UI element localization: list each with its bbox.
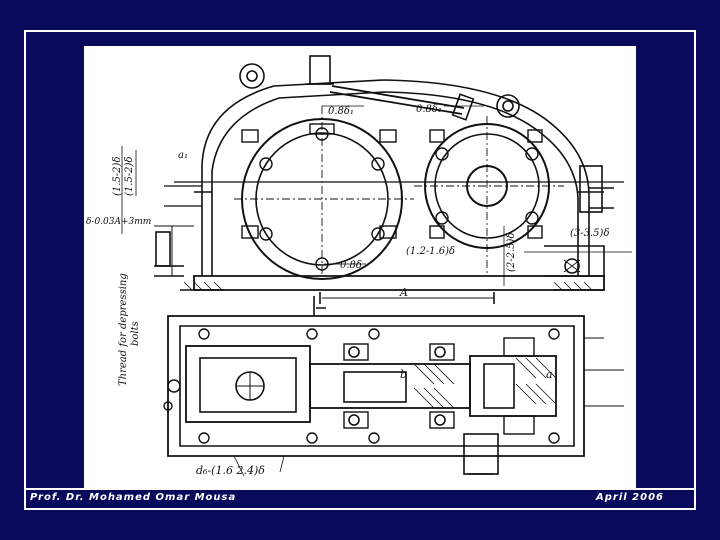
lifting-eye-right — [496, 94, 520, 118]
slide-frame — [24, 30, 696, 510]
dim-center: A — [399, 286, 408, 299]
label-a: a — [546, 368, 553, 381]
plan-outline — [167, 315, 585, 457]
bolt-dim: d₆-(1.6 2.4)δ — [196, 464, 265, 477]
dim-top-right: 0.8δ₁ — [416, 104, 442, 115]
lifting-eye-left — [239, 63, 265, 89]
thread-note-2: bolts — [130, 321, 141, 346]
bolt-holes-small — [435, 147, 539, 225]
thread-note-1: Thread for depressing — [118, 273, 129, 386]
dim-base: 0.8δ — [340, 260, 362, 271]
footer-rule — [26, 488, 694, 490]
dim-label-a1: a₁ — [178, 150, 188, 161]
dim-top-left: 0.8δ₁ — [328, 106, 354, 117]
dim-side-a: (1.5-2)δ — [124, 157, 135, 196]
dim-gap: δ-0.03A+3mm — [86, 217, 151, 227]
housing-outline — [201, 79, 590, 276]
footer-date: April 2006 — [596, 492, 664, 503]
dim-right-vert: (2-2.5)δ — [506, 233, 517, 272]
dim-right-side: (3-3.5)δ — [570, 228, 609, 239]
label-b: b — [400, 368, 407, 381]
gearbox-drawing-svg: 0.8δ₁ 0.8δ₁ a₁ (1.5-2)δ (1.5-2)δ δ-0.03A… — [86, 55, 632, 477]
footer-author: Prof. Dr. Mohamed Omar Mousa — [30, 492, 237, 503]
gearbox-drawing: 0.8δ₁ 0.8δ₁ a₁ (1.5-2)δ (1.5-2)δ δ-0.03A… — [84, 46, 636, 488]
dim-side-b: (1.5-2)δ — [112, 157, 123, 196]
dim-flange: (1.2-1.6)δ — [406, 246, 455, 257]
base-plate — [193, 275, 605, 291]
